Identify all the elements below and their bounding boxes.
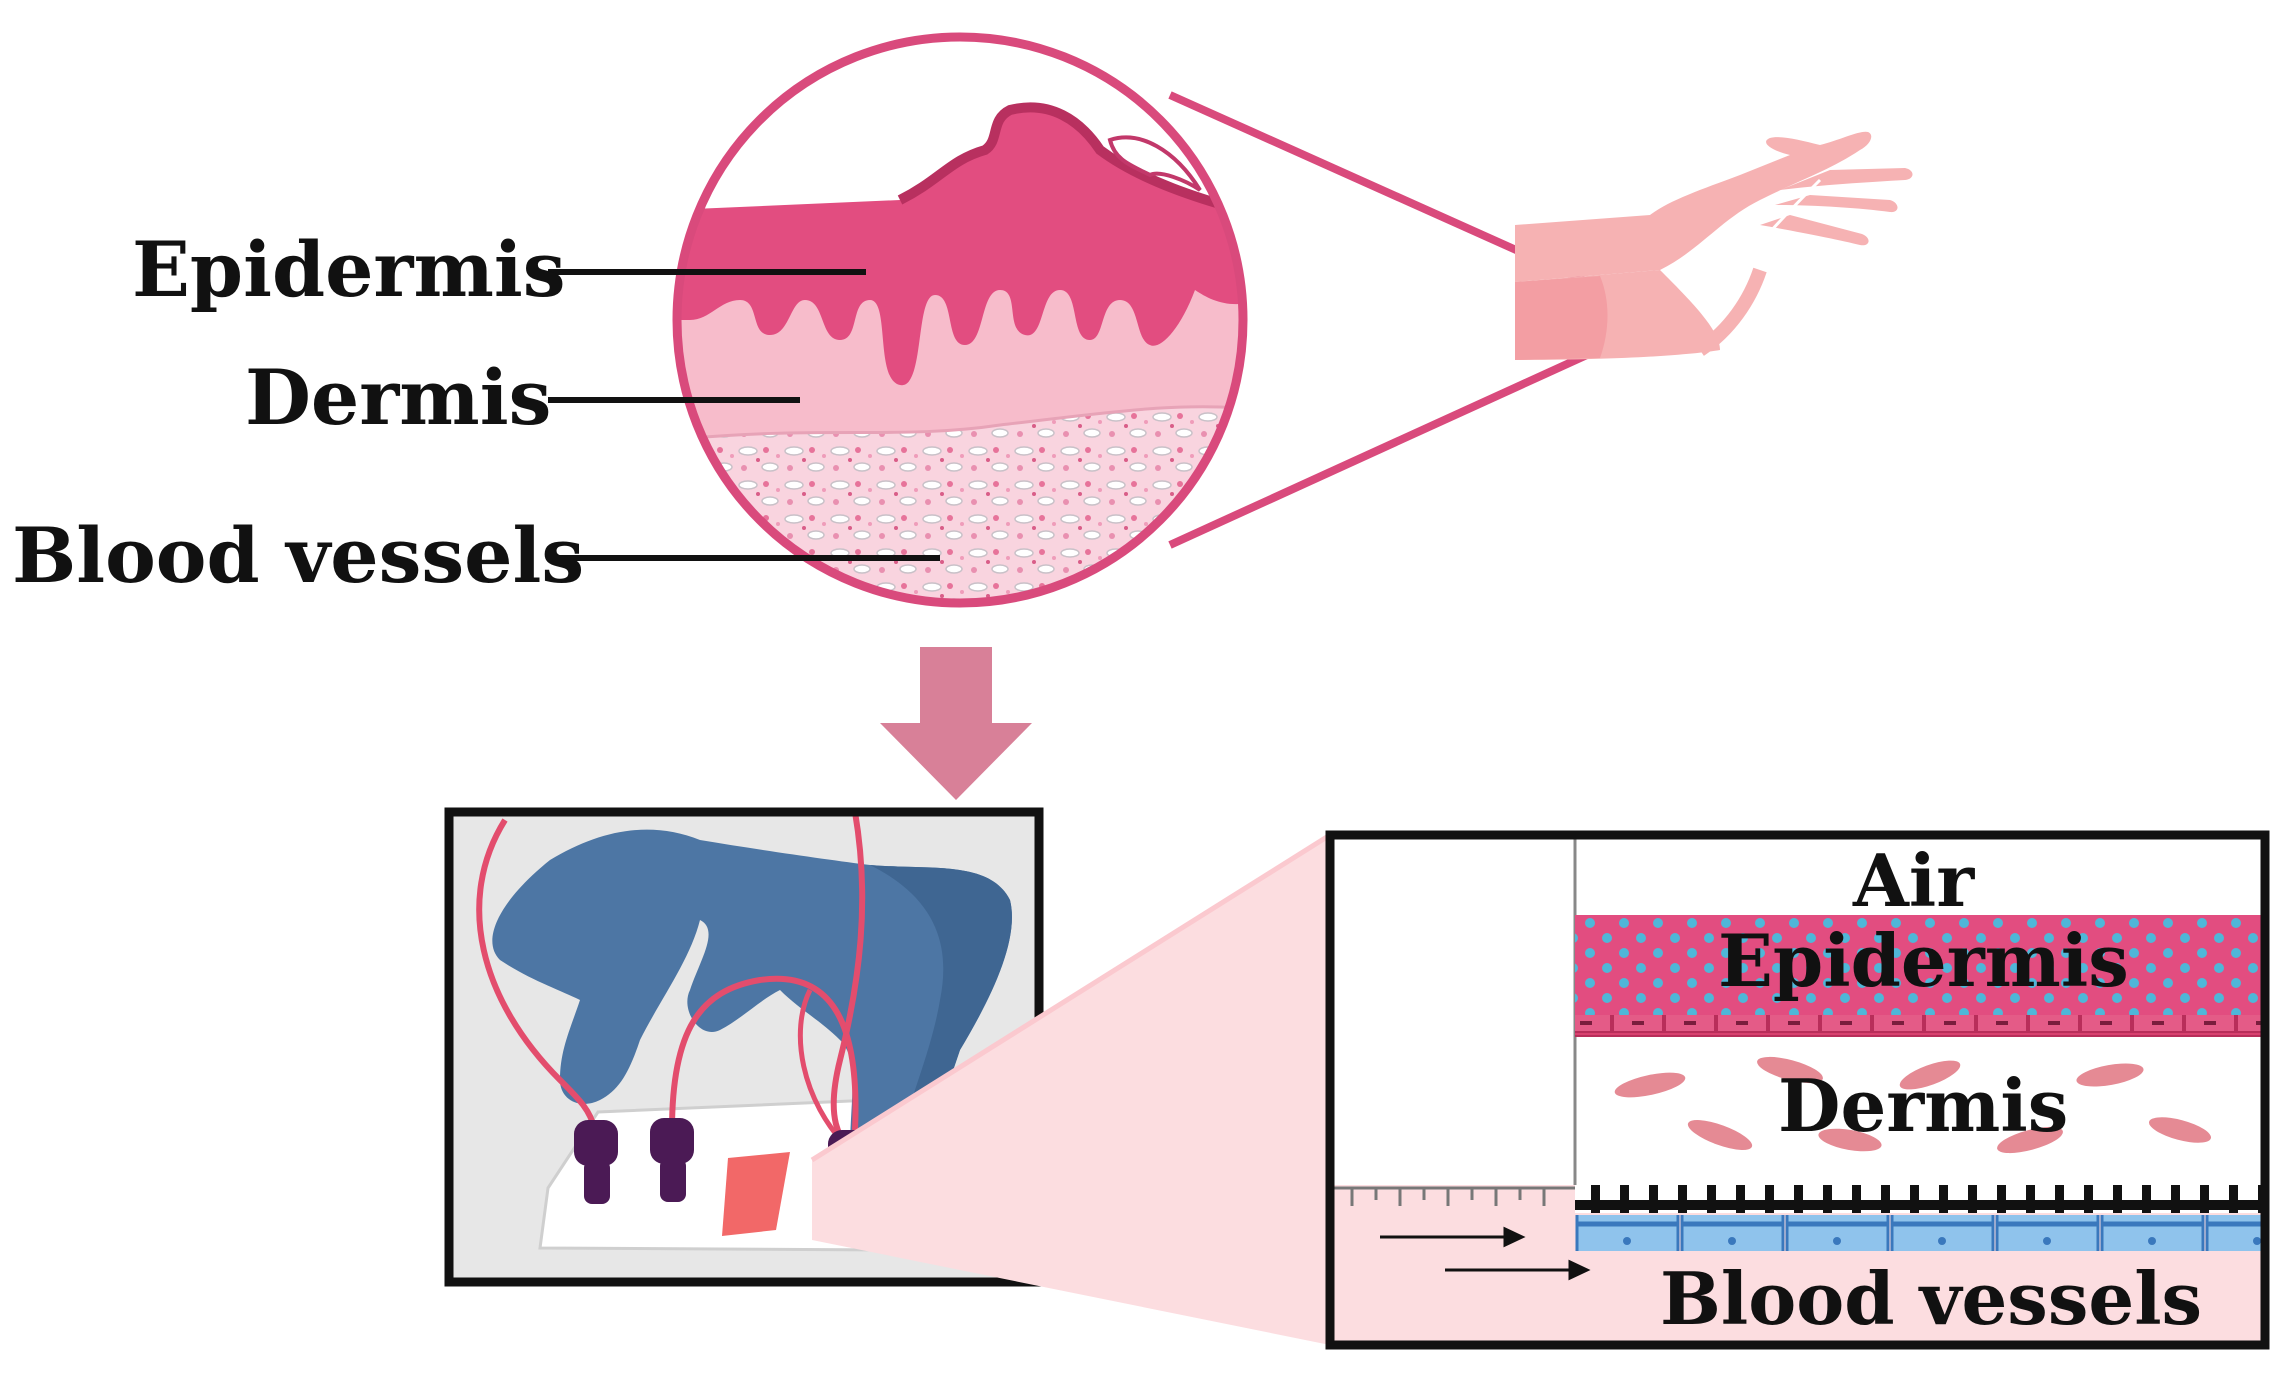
chip-detail-frame <box>1325 830 2270 1350</box>
chip-label-blood-vessels: Blood vessels <box>1660 1256 2203 1341</box>
chip-label-air: Air <box>1853 838 1975 923</box>
down-arrow-icon <box>880 647 1032 800</box>
zoom-cone <box>810 832 1332 1345</box>
chip-label-dermis: Dermis <box>1778 1063 2069 1148</box>
label-dermis: Dermis <box>245 353 552 442</box>
flow-arrow-icon <box>1380 1226 1591 1281</box>
chip-cross-section <box>1330 835 2265 1345</box>
label-leader-lines <box>548 269 940 561</box>
chip-label-epidermis: Epidermis <box>1718 918 2129 1003</box>
label-blood-vessels: Blood vessels <box>12 511 585 600</box>
arm-hand-illustration <box>1515 131 1913 360</box>
skin-cross-section-illustration <box>672 32 1248 608</box>
label-epidermis: Epidermis <box>132 225 566 314</box>
